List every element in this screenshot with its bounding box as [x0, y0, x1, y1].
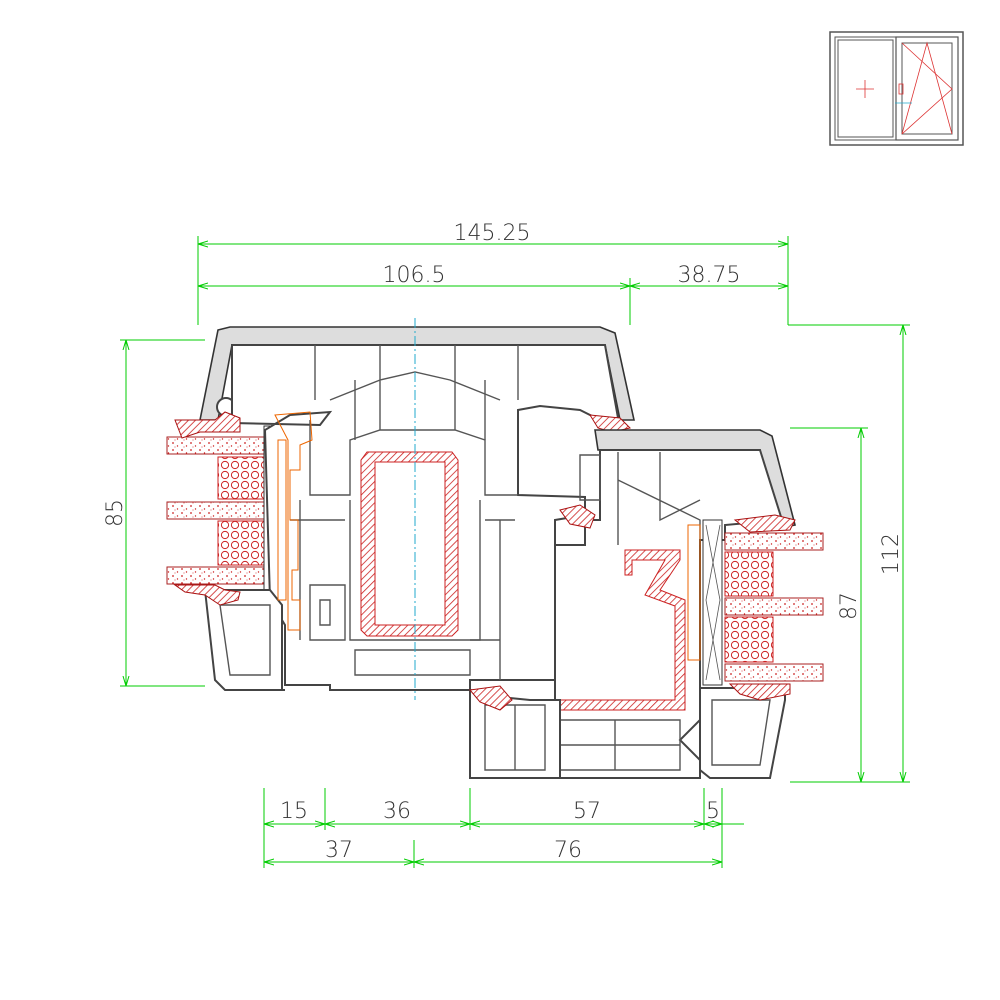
dimension-lines: [120, 236, 910, 868]
gasket-right-top: [733, 514, 796, 533]
dimension-labels: 145.25 106.5 38.75 85 87 112 15 36 57 5 …: [103, 221, 904, 863]
window-thumbnail-icon: [829, 31, 964, 146]
gasket-left-bottom: [173, 584, 241, 606]
glazing-right: [702, 519, 824, 686]
hardware-left: [274, 411, 313, 631]
steel-reinforcement-sash: [559, 549, 686, 711]
profile-section: [166, 318, 824, 779]
dim-bottom-1: 15: [280, 799, 308, 824]
steel-reinforcement-frame: [360, 451, 459, 637]
dim-right-inner-height: 87: [837, 592, 862, 620]
gasket-right-bottom: [728, 683, 791, 701]
top-cover-left: [199, 326, 635, 421]
dim-bottom-4: 5: [706, 799, 720, 824]
dim-top-overall: 145.25: [454, 221, 531, 246]
dim-bottom-total-left: 37: [325, 838, 353, 863]
gasket-left-top: [174, 411, 241, 439]
dim-bottom-total-right: 76: [554, 838, 582, 863]
dim-left-height: 85: [103, 499, 128, 527]
dim-bottom-3: 57: [573, 799, 601, 824]
left-bead: [203, 589, 285, 691]
glazing-left: [166, 425, 273, 592]
dim-top-left: 106.5: [383, 263, 446, 288]
dim-right-outer-height: 112: [879, 533, 904, 575]
dim-bottom-2: 36: [383, 799, 411, 824]
dim-top-right: 38.75: [678, 263, 741, 288]
